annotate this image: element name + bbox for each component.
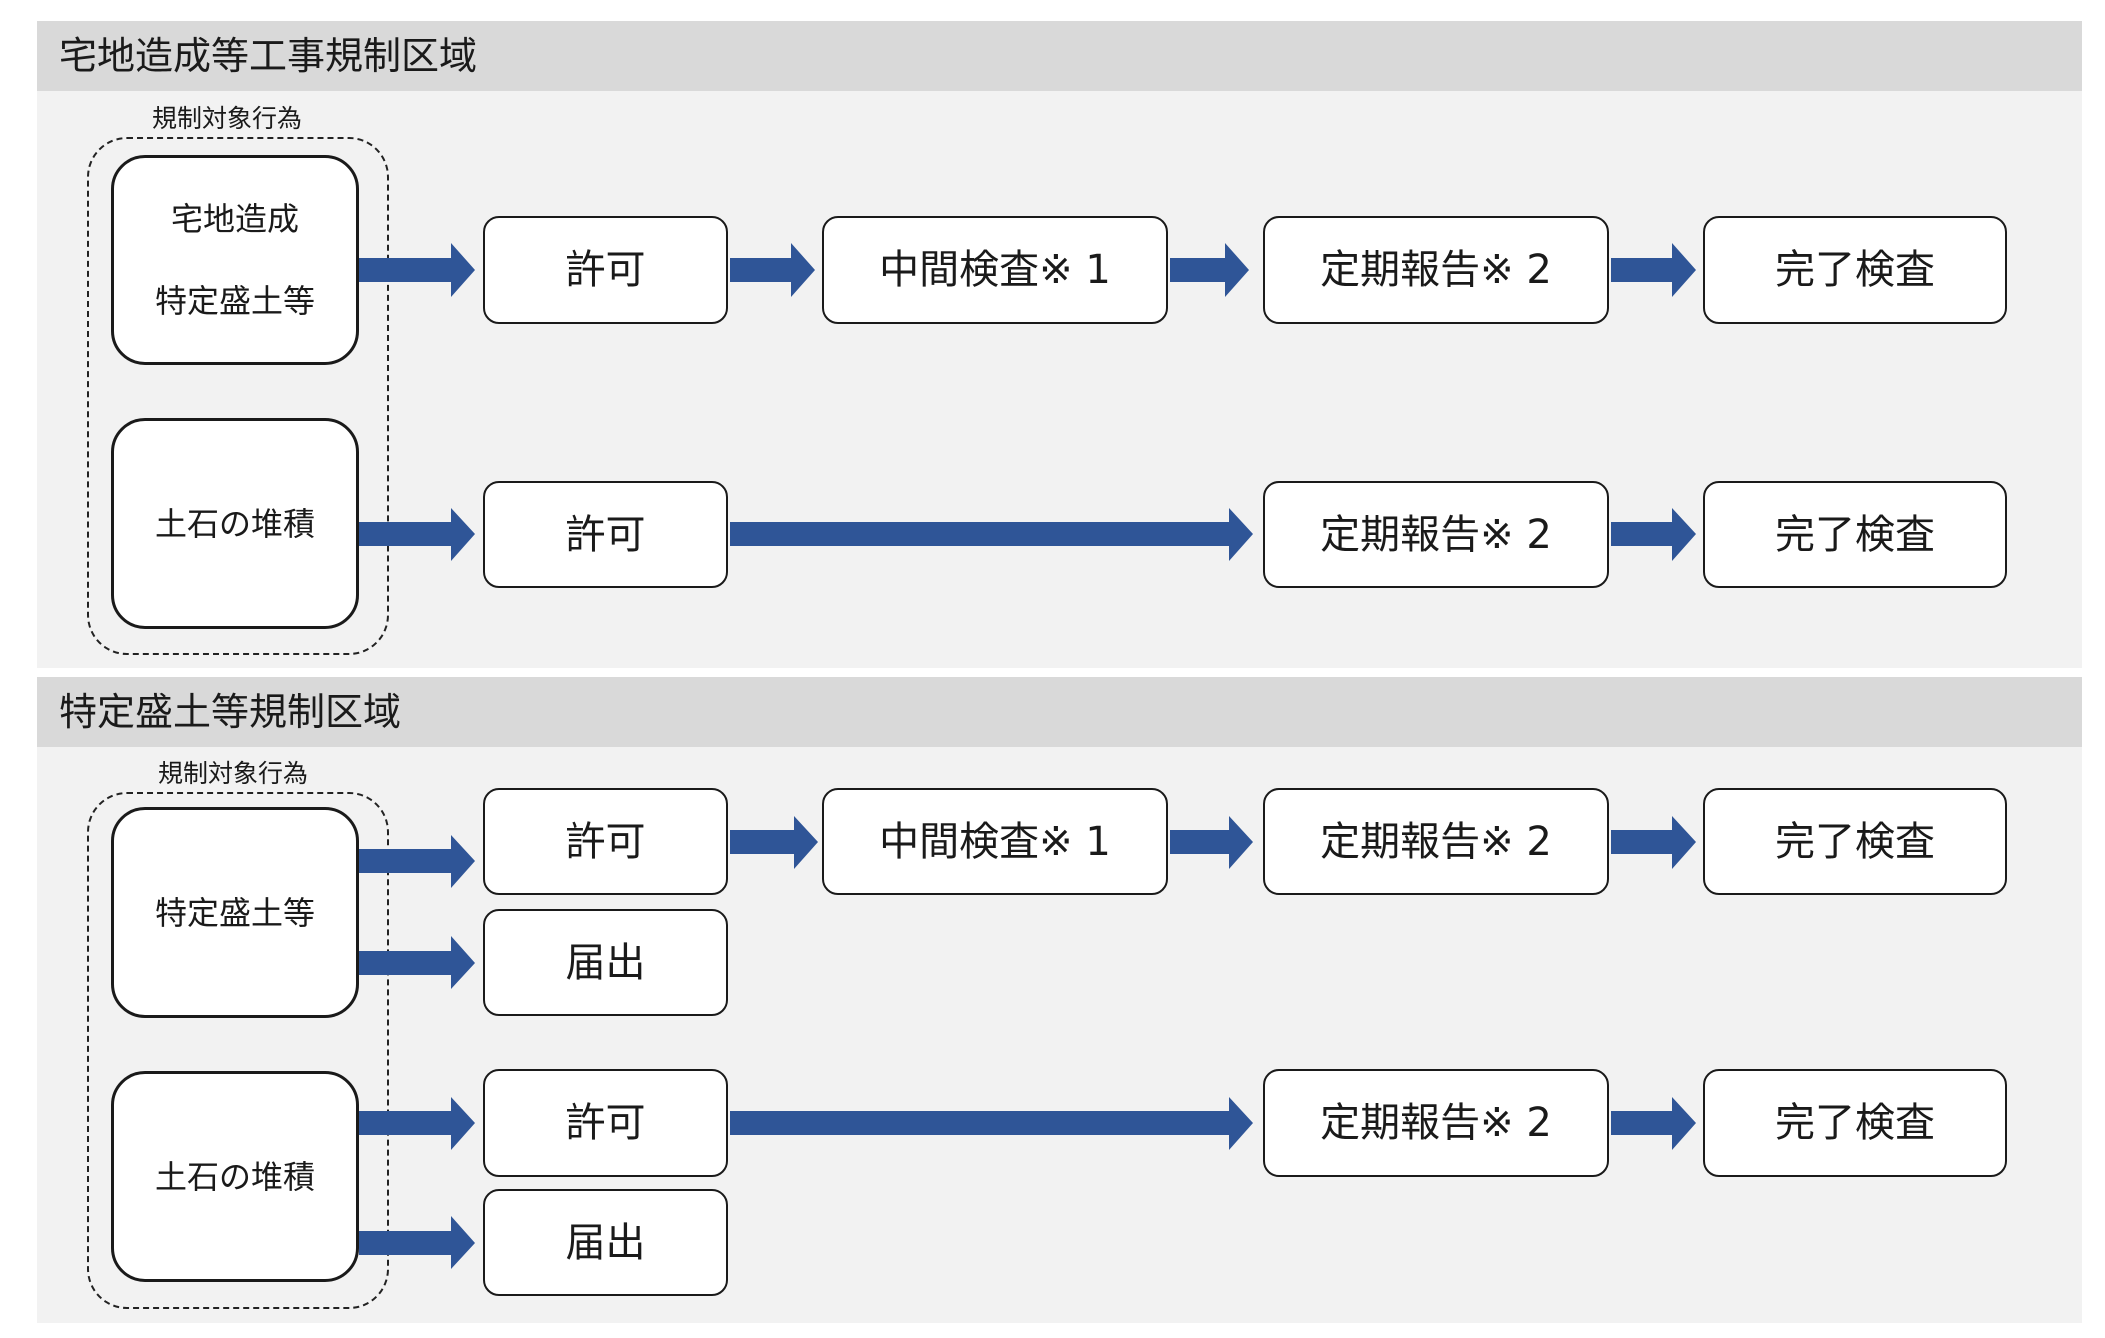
step-periodic-report: 定期報告※ 2 [1263, 1069, 1609, 1177]
step-permit: 許可 [483, 788, 728, 895]
step-permit: 許可 [483, 481, 728, 588]
activity-box-doseki: 土石の堆積 [111, 1071, 359, 1282]
step-completion-inspection: 完了検査 [1703, 788, 2007, 895]
step-permit: 許可 [483, 216, 728, 324]
activity-box-takuchi-morido: 宅地造成 特定盛土等 [111, 155, 359, 365]
step-completion-inspection: 完了検査 [1703, 481, 2007, 588]
activity-label: 特定盛土等 [154, 893, 315, 932]
activity-label: 宅地造成 [170, 200, 299, 238]
group-label: 規制対象行為 [154, 759, 312, 789]
step-permit: 許可 [483, 1069, 728, 1177]
activity-box-morido: 特定盛土等 [111, 807, 359, 1018]
group-label: 規制対象行為 [148, 104, 306, 134]
activity-label: 特定盛土等 [154, 282, 315, 320]
section-title: 特定盛土等規制区域 [59, 690, 402, 734]
step-periodic-report: 定期報告※ 2 [1263, 788, 1609, 895]
activity-label: 土石の堆積 [154, 504, 315, 543]
activity-label: 土石の堆積 [154, 1157, 315, 1196]
step-completion-inspection: 完了検査 [1703, 1069, 2007, 1177]
step-notification: 届出 [483, 909, 728, 1016]
activity-box-doseki: 土石の堆積 [111, 418, 359, 629]
section-header: 宅地造成等工事規制区域 [37, 21, 2082, 91]
section-tokutei-morido: 特定盛土等規制区域 [37, 677, 2082, 1323]
section-header: 特定盛土等規制区域 [37, 677, 2082, 747]
step-interim-inspection: 中間検査※ 1 [822, 788, 1168, 895]
step-periodic-report: 定期報告※ 2 [1263, 481, 1609, 588]
section-title: 宅地造成等工事規制区域 [59, 34, 478, 78]
step-periodic-report: 定期報告※ 2 [1263, 216, 1609, 324]
regulated-acts-group [87, 137, 389, 655]
step-notification: 届出 [483, 1189, 728, 1296]
step-completion-inspection: 完了検査 [1703, 216, 2007, 324]
regulated-acts-group [87, 792, 389, 1309]
step-interim-inspection: 中間検査※ 1 [822, 216, 1168, 324]
